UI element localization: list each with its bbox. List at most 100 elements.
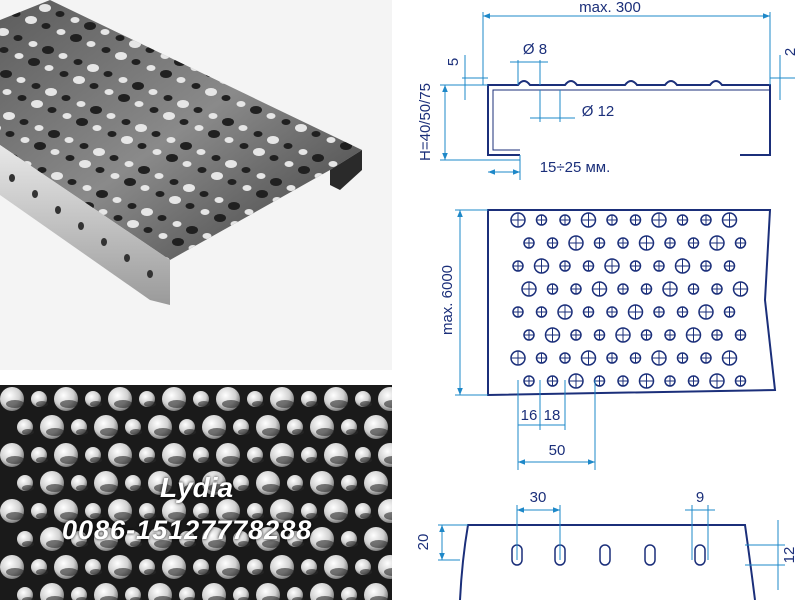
side-slot [694, 544, 706, 566]
hole-shadow [292, 597, 304, 600]
hole-shadow [168, 512, 186, 520]
hole-shadow [238, 485, 250, 491]
perforation-hole [60, 275, 69, 281]
perforation-hole [255, 353, 264, 359]
perforation-hole [149, 107, 159, 113]
perforation-hole [73, 76, 85, 84]
hole-shadow [130, 485, 142, 491]
perforation-hole [133, 304, 145, 312]
hole-shadow [252, 457, 264, 463]
perforation-hole [5, 131, 15, 137]
perforation-hole [143, 227, 153, 233]
hole-shadow [384, 400, 392, 408]
perforation-hole [211, 155, 221, 161]
hole-shadow [184, 597, 196, 600]
perforation-hole [256, 190, 268, 198]
perforation-hole [217, 256, 229, 260]
perforation-hole [174, 58, 186, 66]
hole-shadow [100, 428, 118, 436]
hole-shadow [168, 568, 186, 576]
side-slot [644, 544, 656, 566]
perforation-hole [227, 179, 237, 185]
hole-shadow [370, 484, 388, 492]
closeup-holes [0, 387, 392, 600]
profile-outline [487, 80, 771, 156]
perforation-hole [301, 208, 313, 216]
perforation-hole [304, 250, 316, 258]
grating-photo [0, 0, 392, 370]
perforation-hole [158, 233, 168, 239]
perforation-hole [234, 263, 243, 269]
perforation-hole [137, 143, 147, 149]
hole-shadow [36, 457, 48, 463]
hole-shadow [208, 484, 226, 492]
perforation-hole [312, 154, 324, 162]
hole-shadow [384, 568, 392, 576]
hole-shadow [46, 540, 64, 548]
hole-shadow [252, 401, 264, 407]
perforation-hole [176, 77, 186, 83]
perforation-hole [175, 280, 187, 288]
perforation-hole [76, 101, 86, 107]
perforation-hole [79, 143, 89, 149]
hole-shadow [330, 568, 348, 576]
perforation-hole [163, 95, 173, 101]
perforation-hole [219, 76, 231, 84]
perforation-hole [259, 215, 269, 221]
perforation-hole [55, 11, 65, 17]
perforation-hole [192, 287, 201, 293]
dim-edge-height-label: 20 [415, 534, 432, 551]
perforation-hole [140, 185, 150, 191]
perforation-hole [304, 233, 314, 239]
side-hole [124, 254, 130, 262]
perforation-hole [109, 155, 119, 161]
hole-shadow [184, 541, 196, 547]
hole-shadow [90, 457, 102, 463]
perforation-hole [101, 47, 111, 53]
closeup-hole [40, 583, 64, 600]
hole-shadow [262, 596, 280, 600]
perforation-hole [221, 281, 230, 287]
perforation-hole [169, 196, 181, 204]
perforation-hole [169, 179, 179, 185]
hole-shadow [262, 484, 280, 492]
perforation-hole [121, 119, 131, 125]
hole-shadow [306, 569, 318, 575]
perforation-hole [19, 119, 29, 125]
perforation-hole [104, 89, 114, 95]
perforation-hole [48, 130, 60, 138]
perforation-hole [275, 239, 285, 245]
hole-shadow [208, 596, 226, 600]
hole-shadow [46, 484, 64, 492]
hole-shadow [276, 400, 294, 408]
perforation-hole [0, 5, 6, 11]
perforation-hole [211, 172, 223, 180]
perforation-hole [165, 317, 174, 323]
hole-shadow [198, 457, 210, 463]
perforation-hole [284, 161, 294, 167]
perforation-hole [16, 77, 26, 83]
perforation-hole [96, 190, 108, 198]
hole-shadow [60, 512, 78, 520]
hole-shadow [100, 540, 118, 548]
dim-width-label: max. 300 [579, 0, 641, 16]
perforation-hole [30, 263, 39, 269]
perforation-hole [0, 208, 7, 216]
perforation-hole [2, 89, 12, 95]
hole-shadow [100, 484, 118, 492]
perforation-hole [178, 322, 190, 330]
perforation-hole [155, 191, 165, 197]
perforation-hole [295, 124, 307, 132]
perforation-hole [127, 203, 137, 209]
hole-shadow [184, 485, 196, 491]
side-slots [511, 544, 706, 566]
perforation-hole [13, 35, 23, 41]
perforation-hole [0, 47, 9, 53]
hole-shadow [208, 540, 226, 548]
perforation-hole [273, 220, 285, 228]
perforation-hole [269, 155, 279, 161]
perforation-hole [283, 143, 293, 149]
perforation-hole [124, 178, 136, 186]
hole-shadow [36, 569, 48, 575]
perforation-hole [269, 341, 278, 347]
